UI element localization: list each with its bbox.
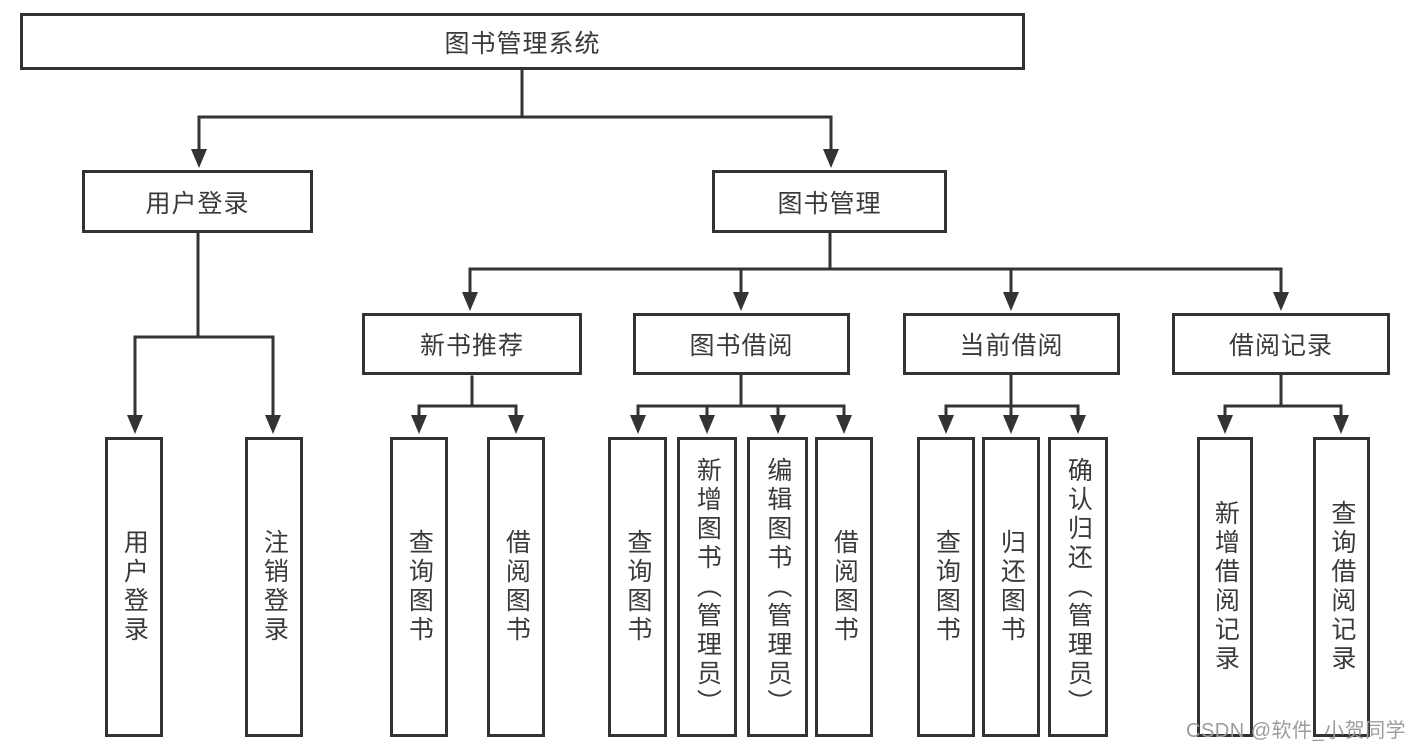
node-label: 新书推荐: [419, 332, 524, 360]
node-label: 查询图书: [623, 529, 652, 645]
connector-book-borrow-to-leaves: [630, 373, 852, 434]
arrow-down-icon: [1273, 292, 1289, 311]
arrow-down-icon: [1003, 415, 1019, 434]
arrow-down-icon: [1003, 292, 1019, 311]
node-label: 查询图书: [932, 529, 961, 645]
node-label: 图书借阅: [689, 332, 794, 360]
leaf-user-login: 用户登录: [105, 437, 163, 737]
node-label: 用户登录: [145, 189, 250, 218]
arrow-down-icon: [733, 292, 749, 311]
leaf-logout: 注销登录: [245, 437, 303, 737]
connector-borrow-records-to-leaves: [1217, 373, 1349, 434]
node-label: 新增图书（管理员）: [693, 456, 722, 718]
leaf-return-book: 归还图书: [982, 437, 1040, 737]
node-label: 借阅记录: [1228, 332, 1333, 360]
arrow-down-icon: [462, 292, 478, 311]
arrow-down-icon: [191, 149, 207, 168]
csdn-watermark: CSDN @软件_小贺同学: [1186, 720, 1405, 742]
node-book-management: 图书管理: [712, 170, 947, 233]
arrow-down-icon: [127, 415, 143, 434]
node-borrow-records: 借阅记录: [1172, 313, 1390, 375]
node-label: 当前借阅: [959, 332, 1064, 360]
node-label: 确认归还（管理员）: [1064, 456, 1093, 718]
connector-book-management-to-level3: [462, 231, 1289, 311]
connector-new-book-recommend-to-leaves: [411, 375, 524, 434]
node-label: 注销登录: [260, 529, 289, 645]
arrow-down-icon: [265, 415, 281, 434]
connector-current-borrow-to-leaves: [938, 373, 1086, 434]
node-label: 借阅图书: [830, 529, 859, 645]
node-label: 图书管理: [777, 189, 882, 218]
arrow-down-icon: [836, 415, 852, 434]
arrow-down-icon: [699, 415, 715, 434]
arrow-down-icon: [1333, 415, 1349, 434]
leaf-borrow-books-recommend: 借阅图书: [487, 437, 545, 737]
node-label: 查询借阅记录: [1327, 500, 1356, 674]
node-user-login: 用户登录: [82, 170, 313, 233]
leaf-query-books-recommend: 查询图书: [390, 437, 448, 737]
arrow-down-icon: [823, 149, 839, 168]
arrow-down-icon: [411, 415, 427, 434]
leaf-confirm-return-admin: 确认归还（管理员）: [1048, 437, 1108, 737]
node-label: 新增借阅记录: [1211, 500, 1240, 674]
node-book-borrow: 图书借阅: [633, 313, 850, 375]
arrow-down-icon: [938, 415, 954, 434]
node-new-book-recommend: 新书推荐: [362, 313, 582, 375]
node-current-borrow: 当前借阅: [903, 313, 1120, 375]
node-label: 编辑图书（管理员）: [763, 456, 792, 718]
node-label: 图书管理系统: [444, 29, 601, 58]
leaf-add-book-admin: 新增图书（管理员）: [677, 437, 737, 737]
node-label: 用户登录: [120, 529, 149, 645]
leaf-query-books-current: 查询图书: [917, 437, 975, 737]
arrow-down-icon: [770, 415, 786, 434]
arrow-down-icon: [630, 415, 646, 434]
leaf-add-borrow-record: 新增借阅记录: [1197, 437, 1253, 737]
node-label: 归还图书: [997, 529, 1026, 645]
leaf-query-borrow-record: 查询借阅记录: [1313, 437, 1370, 737]
leaf-query-books-borrow: 查询图书: [608, 437, 667, 737]
node-library-system: 图书管理系统: [20, 13, 1025, 70]
arrow-down-icon: [1217, 415, 1233, 434]
node-label: 借阅图书: [502, 529, 531, 645]
arrow-down-icon: [1070, 415, 1086, 434]
arrow-down-icon: [508, 415, 524, 434]
connector-user-login-to-leaves: [127, 231, 281, 434]
node-label: 查询图书: [405, 529, 434, 645]
connector-root-to-level2: [191, 68, 839, 168]
leaf-edit-book-admin: 编辑图书（管理员）: [747, 437, 808, 737]
leaf-borrow-books: 借阅图书: [815, 437, 873, 737]
